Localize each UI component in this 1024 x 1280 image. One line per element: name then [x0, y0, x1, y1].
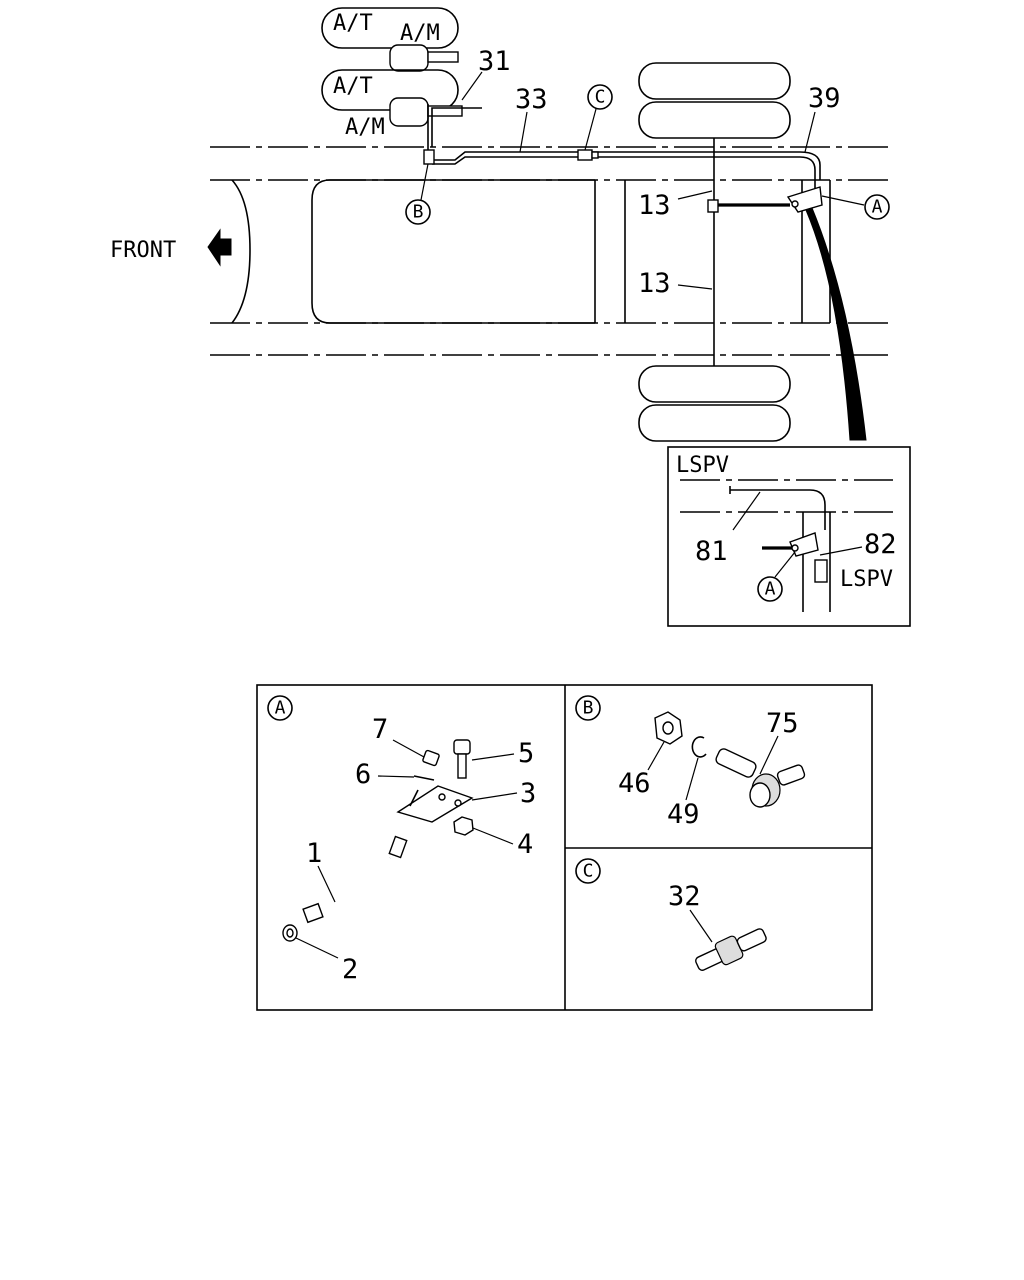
- detail-panel-a: A 7 5 6 3 4 1 2: [267, 695, 536, 985]
- panel-a-callout-7: 7: [372, 714, 388, 745]
- svg-text:A/T: A/T: [333, 11, 373, 36]
- panel-b-marker: B: [583, 698, 594, 719]
- panel-b-callout-75: 75: [766, 708, 799, 739]
- svg-text:A/M: A/M: [400, 21, 440, 46]
- svg-text:A/M: A/M: [345, 115, 385, 140]
- marker-c-top: C: [595, 87, 606, 108]
- panel-a-callout-1: 1: [306, 838, 322, 869]
- panel-c-marker: C: [583, 861, 594, 882]
- marker-b-top: B: [413, 202, 424, 223]
- front-label: FRONT: [110, 238, 176, 263]
- chassis-frame: [210, 146, 893, 356]
- panel-c-callout-32: 32: [668, 881, 701, 912]
- svg-text:A/T: A/T: [333, 74, 373, 99]
- detail-panel-b: B 75 46 49: [575, 695, 806, 830]
- inset-marker-a: A: [765, 579, 776, 600]
- callout-39: 39: [808, 83, 841, 114]
- callout-31: 31: [478, 46, 511, 77]
- panel-b-callout-49: 49: [667, 799, 700, 830]
- lspv-inset: LSPV 81 82 LSPV A: [667, 446, 911, 627]
- panel-b-callout-46: 46: [618, 768, 651, 799]
- inset-title: LSPV: [676, 453, 729, 478]
- panel-a-callout-2: 2: [342, 954, 358, 985]
- panel-a-callout-3: 3: [520, 778, 536, 809]
- inset-callout-81: 81: [695, 536, 728, 567]
- variant-balloon-2: A/T A/M: [321, 69, 463, 140]
- panel-a-callout-4: 4: [517, 829, 533, 860]
- brake-pipes: [423, 104, 823, 213]
- top-callouts: 31 33 39 13 13 C B A: [405, 46, 890, 299]
- panel-a-callout-6: 6: [355, 759, 371, 790]
- inset-callout-82: 82: [864, 529, 897, 560]
- panel-a-callout-5: 5: [518, 738, 534, 769]
- front-arrow-icon: [207, 228, 232, 267]
- variant-balloon-1: A/T A/M: [321, 7, 459, 72]
- callout-33: 33: [515, 84, 548, 115]
- inset-pointer: [805, 207, 867, 441]
- marker-a-top: A: [872, 197, 883, 218]
- inset-sub-label: LSPV: [840, 567, 893, 592]
- detail-panel-c: C 32: [575, 858, 767, 971]
- detail-panels: [256, 684, 873, 1011]
- front-direction-indicator: FRONT: [110, 228, 232, 267]
- rear-wheels: [638, 62, 791, 442]
- panel-a-marker: A: [275, 698, 286, 719]
- callout-13-upper: 13: [638, 190, 671, 221]
- callout-13-lower: 13: [638, 268, 671, 299]
